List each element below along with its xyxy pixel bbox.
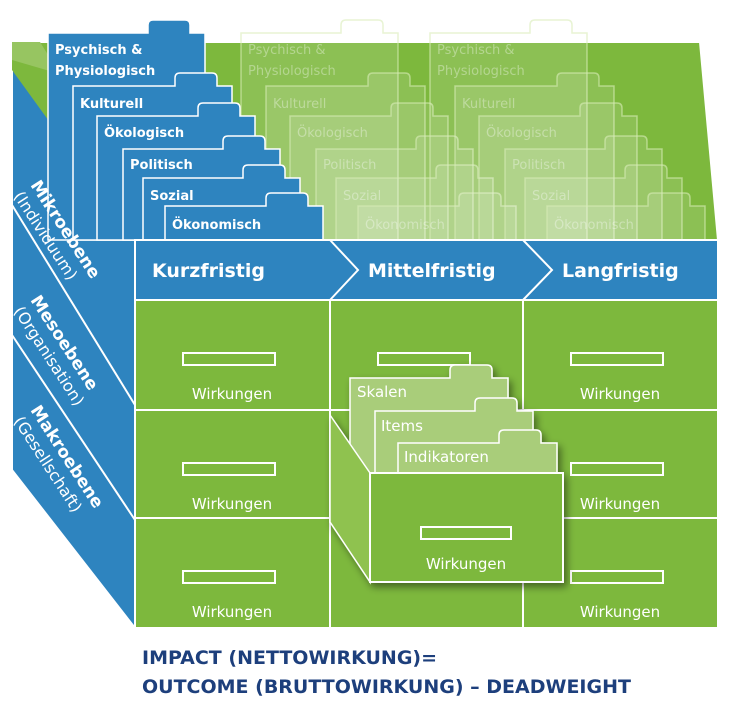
- faded-dimension-label: Ökonomisch: [554, 216, 634, 233]
- cell-label-slot: [182, 570, 276, 584]
- faded-dimension-label: Kulturell: [462, 97, 515, 112]
- drawer-card-label: Skalen: [357, 383, 407, 401]
- faded-card-stacks: Psychisch & PhysiologischKulturellÖkologi…: [240, 19, 706, 241]
- drawer-card-label: Indikatoren: [404, 448, 489, 466]
- faded-dimension-label: Ökologisch: [297, 124, 368, 141]
- level-divider: [11, 334, 136, 521]
- drawer-label: Wirkungen: [426, 555, 506, 573]
- cell-label: Wirkungen: [192, 385, 272, 403]
- cell-label-slot: [377, 352, 471, 366]
- drawer-card-label: Items: [381, 417, 423, 435]
- faded-dimension-label: Ökonomisch: [365, 216, 445, 233]
- time-horizon-medium: Mittelfristig: [368, 260, 496, 282]
- faded-dimension-label: Physiologisch: [437, 64, 525, 79]
- dimension-label: Psychisch &: [55, 43, 143, 58]
- faded-dimension-label: Psychisch &: [437, 43, 515, 58]
- faded-dimension-label: Politisch: [512, 158, 565, 173]
- faded-dimension-label: Physiologisch: [248, 64, 336, 79]
- cell-label-slot: [570, 462, 664, 476]
- faded-dimension-card: [429, 19, 588, 241]
- drawer-label-slot: [420, 526, 512, 540]
- dimension-label: Ökonomisch: [172, 217, 261, 233]
- faded-dimension-label: Sozial: [343, 189, 381, 204]
- cell-label-slot: [182, 462, 276, 476]
- time-horizon-long: Langfristig: [562, 260, 679, 282]
- faded-dimension-label: Psychisch &: [248, 43, 326, 58]
- chevron-arrow-icon: [522, 239, 554, 301]
- cell-label: Wirkungen: [192, 495, 272, 513]
- faded-dimension-card: [504, 135, 663, 241]
- faded-dimension-card: [546, 192, 706, 241]
- cell-label: Wirkungen: [580, 495, 660, 513]
- level-divider: [11, 204, 136, 406]
- dimension-card[interactable]: [164, 192, 324, 241]
- cell-label: Wirkungen: [580, 603, 660, 621]
- faded-dimension-card: [357, 192, 517, 241]
- faded-dimension-label: Sozial: [532, 189, 570, 204]
- time-horizon-short: Kurzfristig: [152, 260, 265, 282]
- dimension-label: Ökologisch: [104, 125, 184, 141]
- cell-label-slot: [570, 570, 664, 584]
- dimension-label: Physiologisch: [55, 64, 155, 79]
- cell-label: Wirkungen: [192, 603, 272, 621]
- faded-dimension-label: Politisch: [323, 158, 376, 173]
- faded-dimension-card: [524, 164, 683, 241]
- dimension-label: Kulturell: [80, 97, 143, 112]
- cell-label-slot: [570, 352, 664, 366]
- formula-line-1: IMPACT (NETTOWIRKUNG)=: [142, 647, 438, 669]
- chevron-arrow-icon: [329, 239, 360, 301]
- cell-label: Wirkungen: [580, 385, 660, 403]
- faded-dimension-card: [335, 164, 494, 241]
- time-header-band: [134, 239, 719, 301]
- faded-dimension-label: Kulturell: [273, 97, 326, 112]
- dimension-label: Sozial: [150, 189, 194, 204]
- dimension-card-stack: Psychisch & PhysiologischKulturellÖkologi…: [47, 19, 324, 241]
- faded-dimension-card: [315, 135, 474, 241]
- cell-label-slot: [182, 352, 276, 366]
- dimension-label: Politisch: [130, 158, 193, 173]
- formula-line-2: OUTCOME (BRUTTOWIRKUNG) – DEADWEIGHT: [142, 676, 631, 698]
- faded-dimension-card: [454, 72, 615, 241]
- faded-dimension-label: Ökologisch: [486, 124, 557, 141]
